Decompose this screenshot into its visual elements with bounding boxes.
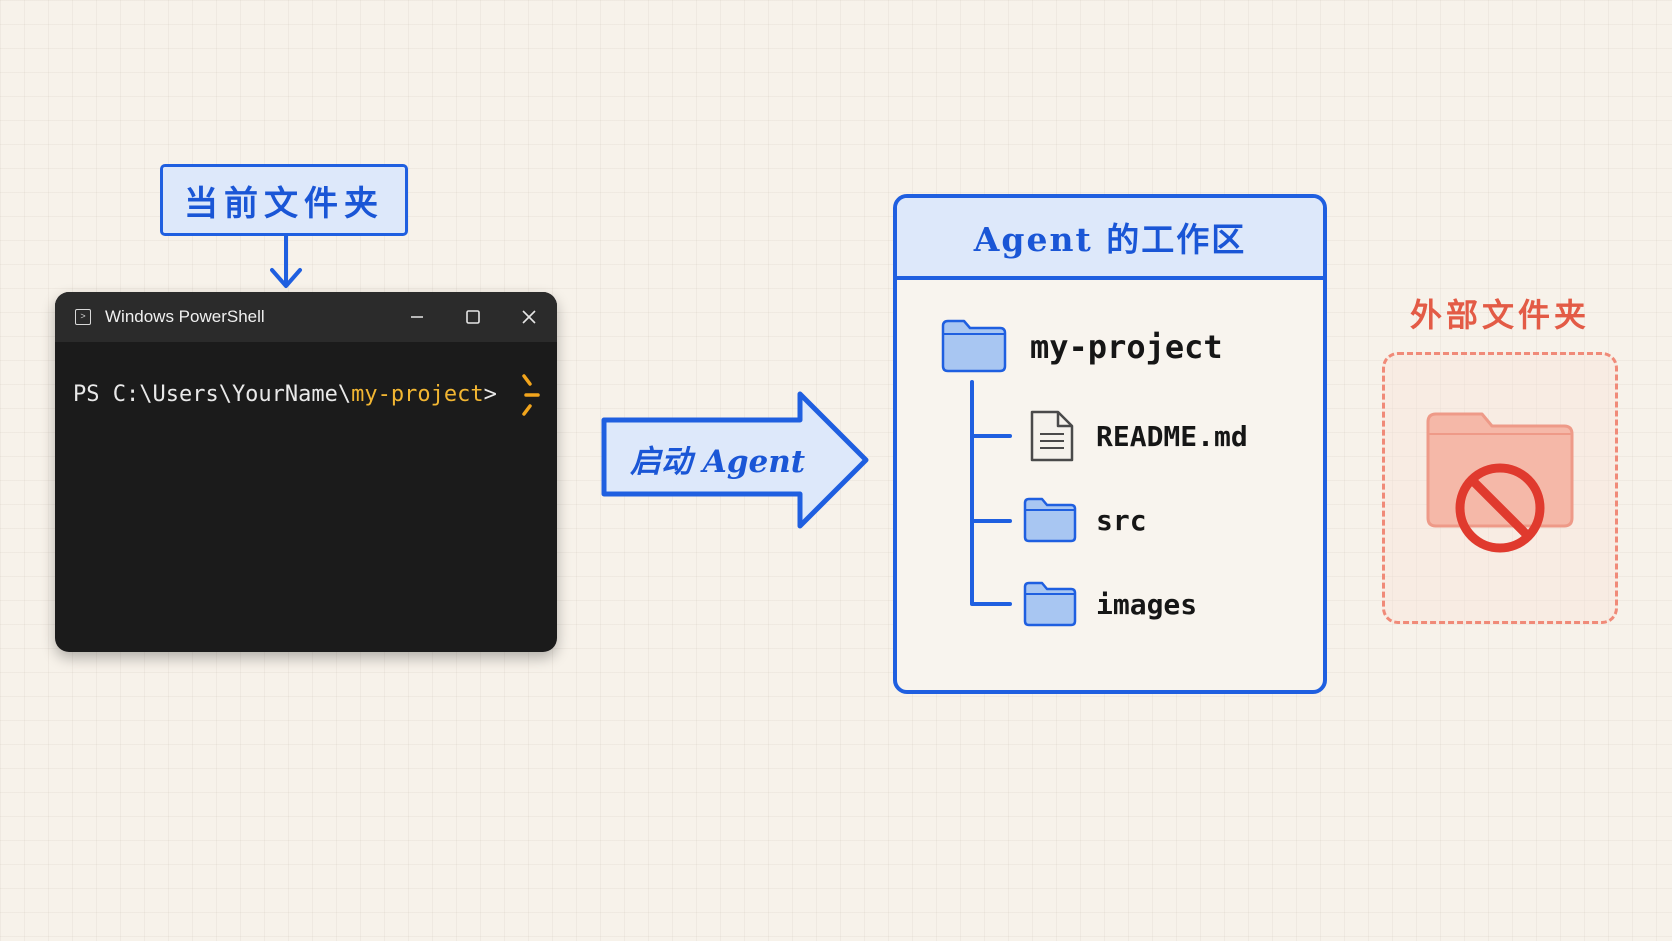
agent-workspace-panel: Agent 的工作区 <box>893 194 1327 694</box>
prompt-prefix: PS C:\Users\YourName\ <box>73 382 352 407</box>
tree-branch-line <box>970 519 1012 523</box>
close-button[interactable] <box>501 292 557 342</box>
external-folder-title: 外部文件夹 <box>1409 296 1590 334</box>
cursor-spark-icon <box>522 374 540 416</box>
close-icon <box>522 310 536 324</box>
current-folder-label: 当前文件夹 <box>160 164 408 236</box>
window-title: Windows PowerShell <box>105 307 265 326</box>
prompt-suffix: > <box>483 382 497 407</box>
down-arrow-icon <box>270 236 302 288</box>
document-icon <box>1030 410 1074 462</box>
workspace-header: Agent 的工作区 <box>897 198 1323 280</box>
folder-icon <box>1023 581 1077 627</box>
launch-agent-label: 启动 Agent <box>630 444 806 480</box>
tree-trunk-line <box>970 380 974 605</box>
prompt-folder: my-project <box>351 382 484 407</box>
window-controls <box>389 292 557 342</box>
powershell-icon: > <box>75 309 91 325</box>
tree-branch-line <box>970 602 1012 606</box>
powershell-titlebar[interactable]: > Windows PowerShell <box>55 292 557 342</box>
workspace-title: Agent 的工作区 <box>973 220 1247 259</box>
maximize-button[interactable] <box>445 292 501 342</box>
maximize-icon <box>466 310 480 324</box>
tree-item-readme: README.md <box>1096 420 1248 453</box>
tree-item-src: src <box>1096 504 1147 537</box>
powershell-window[interactable]: > Windows PowerShell PS C:\Users\You <box>55 292 557 652</box>
tree-item-images: images <box>1096 588 1198 621</box>
current-folder-text: 当前文件夹 <box>184 183 384 224</box>
launch-agent-arrow-icon <box>601 391 869 529</box>
minimize-icon <box>411 316 423 318</box>
minimize-button[interactable] <box>389 292 445 342</box>
blocked-folder-icon <box>1426 412 1574 553</box>
tree-item-my-project: my-project <box>1030 328 1223 366</box>
folder-icon <box>1023 497 1077 543</box>
folder-icon <box>941 319 1007 373</box>
tree-branch-line <box>970 434 1012 438</box>
terminal-prompt-line[interactable]: PS C:\Users\YourName\my-project> <box>55 342 557 420</box>
